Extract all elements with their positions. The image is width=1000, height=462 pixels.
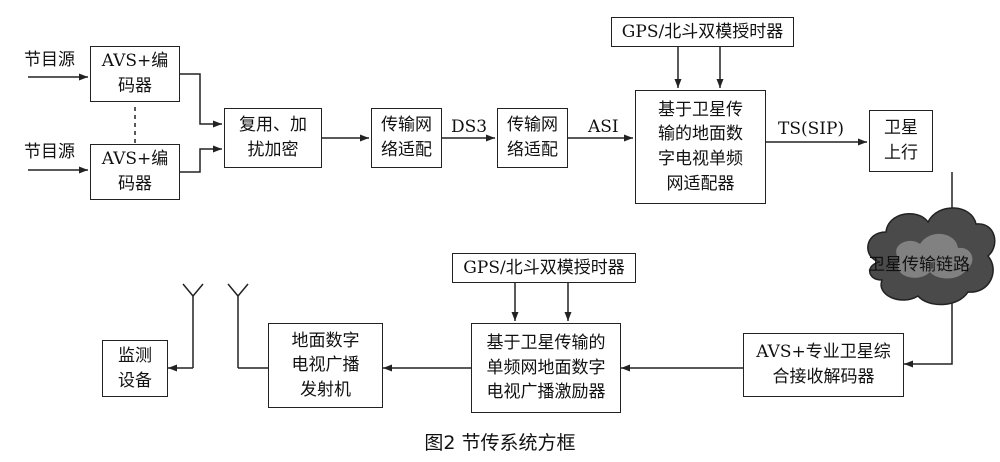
antenna-monitor-icon bbox=[182, 283, 204, 368]
encoder-block-1: AVS+编 码器 bbox=[90, 46, 180, 102]
figure-caption: 图2 节传系统方框 bbox=[424, 432, 576, 454]
arrow-encoder2-mux bbox=[180, 145, 222, 173]
link-label-ts-sip: TS(SIP) bbox=[778, 119, 845, 139]
arrow-cloud-receiver bbox=[904, 303, 953, 368]
satellite-uplink-block: 卫星 上行 bbox=[869, 110, 933, 172]
link-label-asi: ASI bbox=[588, 117, 619, 137]
transmitter-block: 地面数字 电视广播 发射机 bbox=[268, 323, 383, 408]
satellite-receiver-block: AVS+专业卫星综 合接收解码器 bbox=[743, 333, 904, 397]
encoder-block-2: AVS+编 码器 bbox=[90, 144, 180, 200]
link-label-ds3: DS3 bbox=[451, 117, 488, 137]
antenna-transmitter-icon bbox=[227, 283, 268, 369]
source-label-1: 节目源 bbox=[24, 50, 75, 70]
mux-scramble-block: 复用、加 扰加密 bbox=[224, 108, 322, 168]
network-adapter-block-1: 传输网 络适配 bbox=[371, 108, 442, 168]
monitoring-equipment-block: 监测 设备 bbox=[102, 340, 168, 397]
arrow-encoder1-mux bbox=[180, 73, 222, 128]
source-label-2: 节目源 bbox=[24, 142, 75, 162]
satellite-cloud-icon bbox=[867, 207, 996, 306]
sfn-adapter-block: 基于卫星传 输的地面数 字电视单频 网适配器 bbox=[635, 90, 766, 204]
gps-timing-block-top: GPS/北斗双模授时器 bbox=[611, 17, 794, 47]
sfn-exciter-block: 基于卫星传输的 单频网地面数字 电视广播激励器 bbox=[471, 323, 621, 413]
satellite-link-label: 卫星传输链路 bbox=[868, 255, 970, 275]
network-adapter-block-2: 传输网 络适配 bbox=[497, 108, 568, 168]
gps-timing-block-bottom: GPS/北斗双模授时器 bbox=[452, 253, 636, 283]
